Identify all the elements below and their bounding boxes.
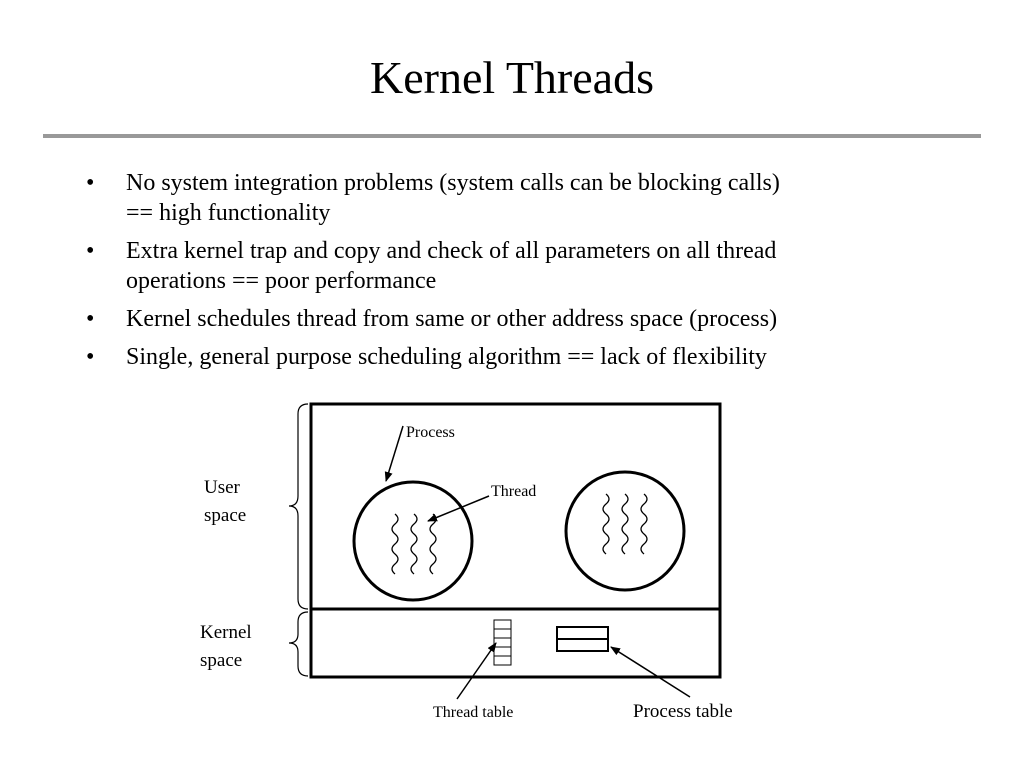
system-box <box>309 402 722 679</box>
process-table <box>556 626 609 652</box>
process-table-arrow <box>610 646 691 698</box>
thread-table-row <box>493 637 512 648</box>
thread-table-row <box>493 646 512 657</box>
thread-table-row <box>493 619 512 630</box>
process-threads <box>391 513 437 575</box>
user-space-brace <box>288 403 309 610</box>
bullet-text-line: == high functionality <box>126 200 331 226</box>
process-table-row <box>556 626 609 640</box>
bullet-marker: • <box>86 238 95 264</box>
process-table-label: Process table <box>633 701 733 722</box>
thread-table-row <box>493 628 512 639</box>
thread-arrow <box>427 495 490 522</box>
slide-title: Kernel Threads <box>370 52 654 103</box>
title-divider <box>43 134 981 138</box>
bullet-item: • No system integration problems (system… <box>86 168 946 228</box>
bullet-text-line: Extra kernel trap and copy and check of … <box>126 238 777 264</box>
process-circle <box>564 470 686 592</box>
process-threads <box>602 493 648 555</box>
bullet-text-line: operations == poor performance <box>126 268 437 294</box>
thread-squiggle <box>429 513 437 575</box>
thread-squiggle <box>391 513 399 575</box>
bullet-text-line: Kernel schedules thread from same or oth… <box>126 306 778 332</box>
bullet-marker: • <box>86 306 95 332</box>
kernel-space-brace <box>288 611 309 677</box>
bullet-marker: • <box>86 170 95 196</box>
process-arrow <box>384 425 404 482</box>
kernel-space-label: Kernel <box>200 622 252 643</box>
thread-table <box>493 619 512 666</box>
bullet-item: • Extra kernel trap and copy and check o… <box>86 236 946 296</box>
bullet-marker: • <box>86 344 95 370</box>
thread-label: Thread <box>491 483 536 500</box>
user-space-label: User <box>204 477 241 498</box>
thread-squiggle <box>621 493 629 555</box>
thread-table-label: Thread table <box>433 704 513 721</box>
thread-table-arrow <box>456 642 497 700</box>
bullet-list: • No system integration problems (system… <box>86 168 946 380</box>
thread-squiggle <box>410 513 418 575</box>
thread-squiggle <box>640 493 648 555</box>
bullet-item: • Kernel schedules thread from same or o… <box>86 304 946 334</box>
thread-table-row <box>493 655 512 666</box>
bullet-item: • Single, general purpose scheduling alg… <box>86 342 946 372</box>
bullet-text-line: No system integration problems (system c… <box>126 170 780 196</box>
process-table-row <box>556 638 609 652</box>
process-label: Process <box>406 424 455 441</box>
user-space-label: space <box>204 505 246 526</box>
thread-squiggle <box>602 493 610 555</box>
process-circle <box>352 480 474 602</box>
bullet-text-line: Single, general purpose scheduling algor… <box>126 344 767 370</box>
kernel-space-label: space <box>200 650 242 671</box>
